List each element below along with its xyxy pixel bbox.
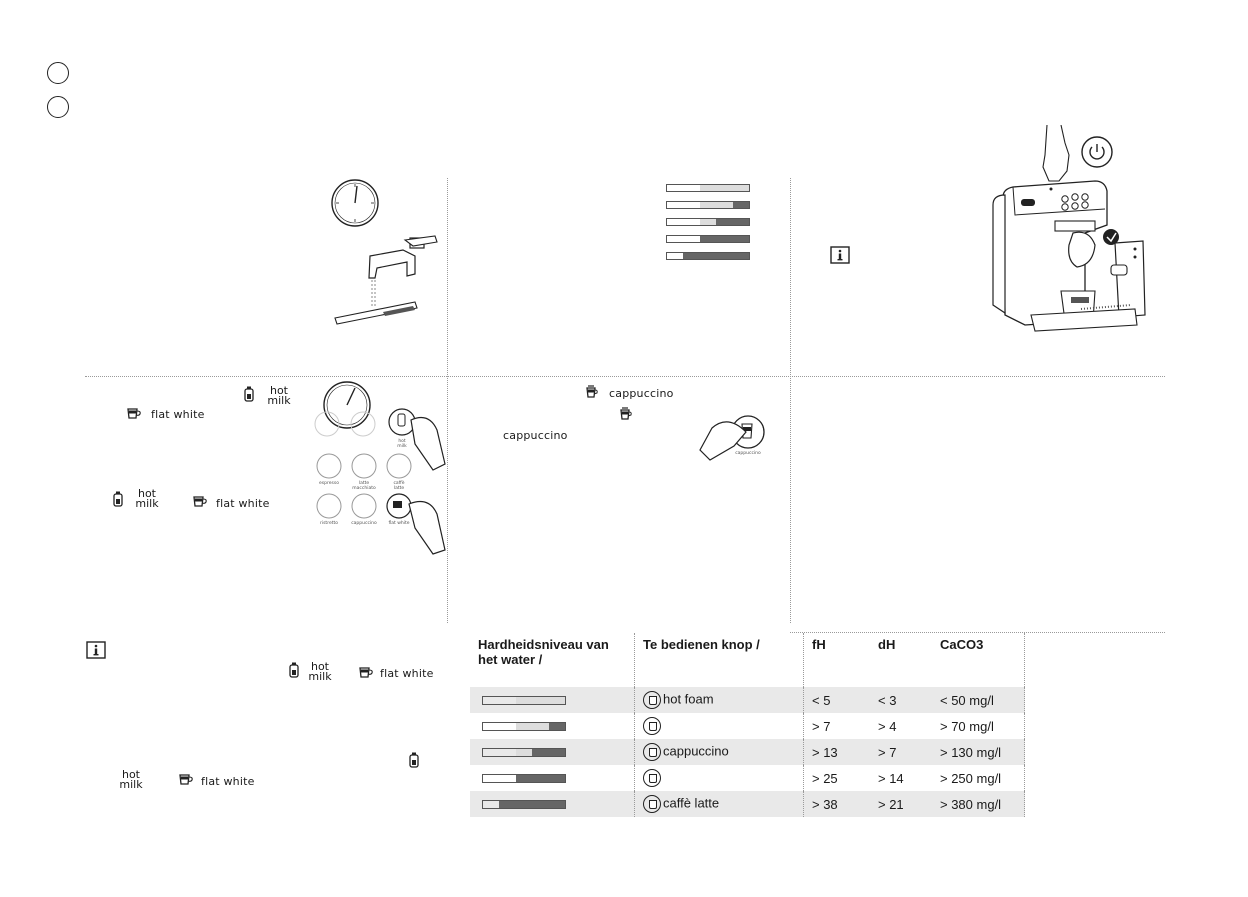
info-icon: [830, 246, 850, 264]
hardness-bar: [482, 721, 566, 731]
table-header-row: Hardheidsniveau van het water / Te bedie…: [470, 633, 1025, 687]
hardness-bar: [482, 773, 566, 783]
hardness-bar: [666, 184, 750, 192]
table-row: > 7 > 4 > 70 mg/l: [470, 713, 1025, 739]
clock-icon: [331, 179, 438, 325]
table-row: caffè latte > 38 > 21 > 380 mg/l: [470, 791, 1025, 817]
table-row: hot foam < 5 < 3 < 50 mg/l: [470, 687, 1025, 713]
svg-text:cappuccino: cappuccino: [735, 450, 761, 456]
cup-icon: [643, 769, 661, 787]
divider: [447, 178, 448, 623]
hot-milk-icon: [113, 491, 123, 507]
svg-text:latte: latte: [394, 485, 405, 491]
hardness-bar: [666, 252, 750, 260]
hardness-bar: [666, 235, 750, 243]
divider: [790, 178, 791, 623]
svg-text:milk: milk: [397, 443, 407, 449]
flat-white-icon: [359, 667, 373, 678]
dh-value: > 14: [878, 770, 904, 786]
milk-jug-icon: [1114, 240, 1146, 318]
flat-white-icon: [127, 408, 141, 419]
flat-white-icon: [193, 496, 207, 507]
divider: [85, 376, 1165, 377]
hardness-bar: [482, 747, 566, 757]
dh-value: > 21: [870, 791, 932, 817]
language-circle-icon: [47, 62, 69, 84]
hot-milk-icon: [409, 752, 419, 768]
svg-text:flat white: flat white: [388, 520, 409, 526]
hardness-bar: [482, 695, 566, 705]
button-name: hot foam: [663, 691, 714, 707]
dh-value: < 3: [870, 687, 932, 713]
svg-text:cappuccino: cappuccino: [351, 520, 377, 526]
dh-value: > 4: [878, 718, 897, 734]
caco3-value: > 250 mg/l: [932, 765, 1025, 791]
fh-value: > 13: [803, 739, 870, 765]
cup-icon: [643, 717, 661, 735]
cup-icon: [643, 795, 661, 813]
hardness-bar: [666, 201, 750, 209]
dh-value: > 7: [870, 739, 932, 765]
flat-white-label: flat white: [151, 408, 205, 421]
cappuccino-label: cappuccino: [609, 387, 674, 400]
cappuccino-button-press-illustration: cappuccino: [699, 415, 765, 461]
fh-value: > 7: [812, 718, 831, 734]
hand-pointer-icon: [1042, 125, 1070, 182]
flat-white-label: flat white: [216, 497, 270, 510]
hot-milk-icon: [289, 662, 299, 678]
caco3-value: > 380 mg/l: [932, 791, 1025, 817]
caco3-value: > 130 mg/l: [932, 739, 1025, 765]
cappuccino-icon: [586, 385, 598, 398]
caco3-value: < 50 mg/l: [932, 687, 1025, 713]
svg-text:macchiato: macchiato: [352, 485, 376, 491]
divider: [790, 632, 1165, 633]
coffee-machine-icon: [992, 125, 1146, 332]
hot-milk-icon: [244, 386, 254, 402]
cappuccino-label: cappuccino: [503, 429, 568, 442]
cup-icon: [643, 743, 661, 761]
fh-value: > 25: [812, 770, 838, 786]
flat-white-icon: [179, 774, 193, 785]
fh-value: < 5: [803, 687, 870, 713]
water-hardness-table: Hardheidsniveau van het water / Te bedie…: [470, 633, 1025, 817]
table-row: > 25 > 14 > 250 mg/l: [470, 765, 1025, 791]
header-fh: fH: [812, 637, 826, 652]
fh-value: > 38: [803, 791, 870, 817]
button-name: cappuccino: [663, 743, 729, 759]
header-button: Te bedienen knop /: [634, 633, 804, 687]
hardness-bar: [482, 799, 566, 809]
flat-white-label: flat white: [201, 775, 255, 788]
power-icon: [1081, 136, 1113, 168]
hardness-bar: [666, 218, 750, 226]
caco3-value: > 70 mg/l: [932, 713, 1025, 739]
table-row: cappuccino > 13 > 7 > 130 mg/l: [470, 739, 1025, 765]
cappuccino-icon: [620, 407, 632, 420]
header-hardness: Hardheidsniveau van het water /: [470, 633, 635, 687]
svg-text:ristretto: ristretto: [320, 520, 338, 526]
svg-text:latte: latte: [359, 480, 370, 486]
button-name: caffè latte: [663, 795, 720, 811]
svg-text:espresso: espresso: [319, 480, 339, 486]
cup-icon: [643, 691, 661, 709]
flat-white-label: flat white: [380, 667, 434, 680]
svg-text:caffè: caffè: [393, 479, 404, 486]
header-caco3: CaCO3: [932, 633, 1025, 687]
info-icon: [86, 641, 106, 659]
language-circle-icon: [47, 96, 69, 118]
header-dh: dH: [878, 637, 896, 652]
svg-text:hot: hot: [398, 438, 406, 444]
